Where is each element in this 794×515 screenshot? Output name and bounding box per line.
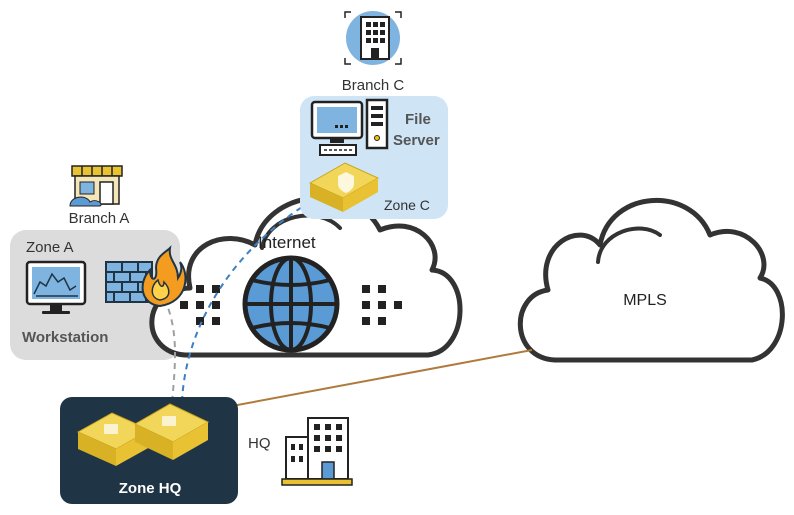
zone-c-sdwan-device [308, 162, 380, 212]
branch-a-shop-icon [69, 165, 123, 207]
zone-c-label: Zone C [384, 197, 430, 213]
internet-cloud-inner-arc [260, 213, 342, 250]
workstation-label: Workstation [22, 329, 108, 346]
workstation-icon [25, 260, 87, 314]
flame-icon [141, 245, 187, 308]
hq-label: HQ [248, 435, 271, 452]
file-server-icon [310, 98, 389, 156]
mpls-cloud [517, 198, 785, 363]
hq-sdwan-device-2 [133, 403, 210, 460]
file-server-label-line1: File [405, 111, 431, 128]
zone-hq-label: Zone HQ [119, 480, 182, 497]
hq-mpls-link [231, 349, 533, 407]
zone-a-label: Zone A [26, 239, 74, 256]
branch-c-building-icon [344, 11, 402, 65]
mpls-cloud-inner-arc [596, 226, 662, 264]
hq-building-icon [281, 417, 353, 486]
hq-zone-a-tunnel [164, 299, 176, 403]
branch-c-label: Branch C [342, 77, 405, 94]
internet-dots-left [180, 285, 220, 325]
internet-label: Internet [258, 233, 316, 252]
internet-dots-right [362, 285, 402, 325]
branch-a-label: Branch A [69, 210, 130, 227]
globe-icon [242, 255, 340, 353]
mpls-label: MPLS [623, 292, 667, 309]
file-server-label-line2: Server [393, 132, 440, 149]
firewall-icon [105, 261, 153, 303]
hq-sdwan-device-1 [76, 412, 152, 466]
